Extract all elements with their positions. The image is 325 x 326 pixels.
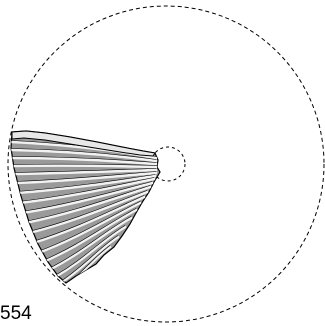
rim-band	[11, 130, 156, 157]
center-circle	[150, 146, 186, 182]
rim-diameter-circle	[7, 5, 325, 323]
catalog-number: 554	[0, 303, 32, 324]
